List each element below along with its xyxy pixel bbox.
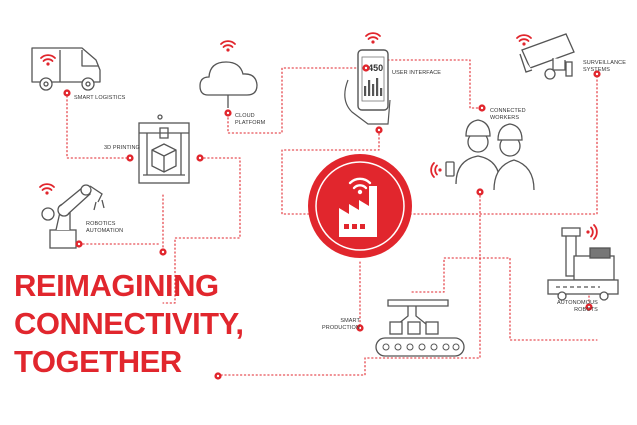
- headline-line-2: CONNECTIVITY,: [14, 306, 244, 341]
- agv-wifi-icon: [585, 224, 598, 240]
- node-dot-printer-right: [196, 154, 204, 162]
- camera-wifi-icon: [516, 34, 532, 47]
- cloud-wifi-icon: [220, 40, 236, 53]
- label-cloud-platform: CLOUD PLATFORM: [235, 113, 266, 126]
- cctv-camera-icon: [519, 33, 575, 80]
- link-hub-right: [409, 73, 598, 215]
- node-dot-workers-bottom: [476, 188, 484, 196]
- label-smart-production: SMART PRODUCTION: [322, 318, 360, 331]
- label-robotics-automation: ROBOTICS AUTOMATION: [86, 221, 124, 234]
- factory-wifi-icon: [339, 177, 377, 237]
- label-3d-printing: 3D PRINTING: [104, 145, 140, 151]
- conveyor-icon: [375, 299, 465, 357]
- node-dot-printer-bottom: [159, 248, 167, 256]
- label-user-interface: USER INTERFACE: [392, 70, 442, 76]
- link-phone-right: [379, 59, 481, 109]
- robot-wifi-icon: [39, 183, 55, 196]
- node-dot-workers: [478, 104, 486, 112]
- workers-wifi-icon: [430, 162, 443, 178]
- smartphone-icon: +450: [344, 49, 391, 125]
- phone-wifi-icon: [365, 32, 381, 45]
- node-dot-phone: [375, 126, 383, 134]
- link-conveyor: [411, 257, 598, 341]
- link-cloud: [227, 67, 366, 134]
- user-interface-value: +450: [363, 63, 383, 73]
- delivery-van-icon: [31, 47, 101, 91]
- link-logistics: [66, 91, 131, 159]
- 3d-printer-icon: [138, 114, 190, 184]
- node-dot-ui: [362, 64, 370, 72]
- link-printer-hub: [162, 157, 241, 304]
- label-autonomous-robots: AUTONOMOUS ROBOTS: [557, 300, 598, 313]
- node-dot-cloud: [224, 109, 232, 117]
- agv-robot-icon: [547, 227, 619, 301]
- node-dot-printer: [126, 154, 134, 162]
- robot-arm-icon: [41, 184, 105, 249]
- node-dot-logistics: [63, 89, 71, 97]
- node-dot-headline: [214, 372, 222, 380]
- label-connected-workers: CONNECTED WORKERS: [490, 108, 526, 121]
- node-dot-robotics: [75, 240, 83, 248]
- label-surveillance-systems: SURVEILLANCE SYSTEMS: [583, 60, 626, 73]
- cloud-icon: [199, 61, 258, 108]
- headline-line-3: TOGETHER: [14, 344, 182, 379]
- workers-icon: [445, 119, 535, 191]
- central-hub: [308, 154, 412, 258]
- connection-lines: [66, 59, 598, 376]
- link-phone-hub: [281, 129, 380, 215]
- headline-line-1: REIMAGINING: [14, 268, 219, 303]
- link-workers: [219, 191, 481, 376]
- label-smart-logistics: SMART LOGISTICS: [74, 95, 126, 101]
